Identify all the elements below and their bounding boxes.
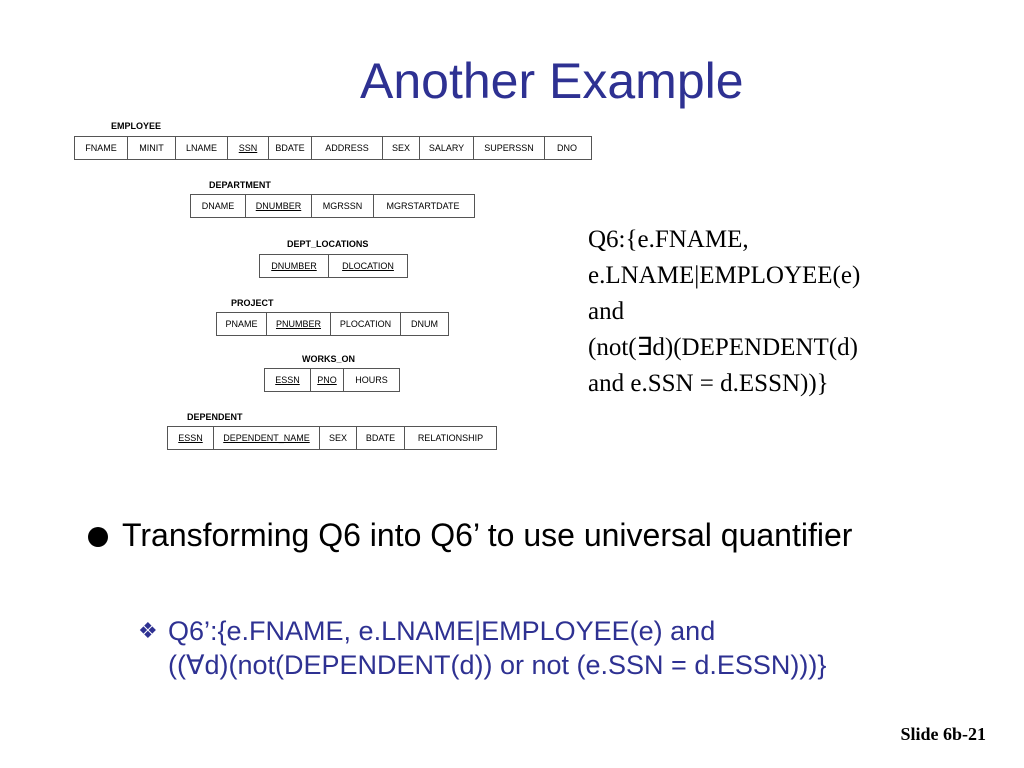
- query-line-1: Q6:{e.FNAME,: [588, 226, 749, 253]
- dependent-key-dependent-name: DEPENDENT_NAME: [223, 433, 310, 443]
- employee-attr-salary: SALARY: [420, 137, 474, 159]
- sub-bullet-line-1: Q6’:{e.FNAME, e.LNAME|EMPLOYEE(e) and: [168, 616, 716, 646]
- dependent-relation-name: DEPENDENT: [187, 412, 243, 422]
- slide-title: Another Example: [360, 53, 744, 109]
- works-on-key-essn: ESSN: [275, 375, 300, 385]
- query-q6: Q6:{e.FNAME, e.LNAME|EMPLOYEE(e) and (no…: [588, 222, 1008, 402]
- employee-attr-dno: DNO: [557, 143, 577, 153]
- dept-locations-key-dlocation: DLOCATION: [342, 261, 394, 271]
- works-on-attr-hours: HOURS: [355, 375, 388, 385]
- employee-attr-minit: MINIT: [128, 137, 176, 159]
- diamond-bullet-icon: ❖: [138, 618, 158, 643]
- employee-attr-address: ADDRESS: [312, 137, 383, 159]
- employee-attr-lname: LNAME: [176, 137, 228, 159]
- employee-attr-ssn-key: SSN: [228, 137, 269, 159]
- project-relation: PNAME PNUMBER PLOCATION DNUM: [216, 312, 449, 336]
- dependent-attr-sex: SEX: [320, 427, 357, 449]
- dept-locations-relation-name: DEPT_LOCATIONS: [287, 239, 369, 249]
- query-line-4: (not(∃d)(DEPENDENT(d): [588, 334, 858, 361]
- dept-locations-attr-dlocation-key: DLOCATION: [329, 255, 407, 277]
- employee-attr-sex: SEX: [383, 137, 420, 159]
- department-key-dnumber: DNUMBER: [255, 201, 302, 211]
- department-relation: DNAME DNUMBER MGRSSN MGRSTARTDATE: [190, 194, 475, 218]
- project-attr-pname: PNAME: [217, 313, 267, 335]
- project-attr-dnum: DNUM: [411, 319, 438, 329]
- works-on-attr-essn-key: ESSN: [265, 369, 311, 391]
- dependent-attr-relationship: RELATIONSHIP: [417, 433, 484, 443]
- works-on-key-pno: PNO: [317, 375, 337, 385]
- project-attr-plocation: PLOCATION: [331, 313, 401, 335]
- employee-key-ssn: SSN: [238, 143, 258, 153]
- employee-relation-name: EMPLOYEE: [111, 121, 162, 131]
- department-relation-name: DEPARTMENT: [209, 180, 271, 190]
- works-on-relation-name: WORKS_ON: [302, 354, 356, 364]
- employee-attr-bdate: BDATE: [269, 137, 312, 159]
- department-attr-mgrstartdate: MGRSTARTDATE: [386, 201, 460, 211]
- employee-relation: FNAME MINIT LNAME SSN BDATE ADDRESS SEX …: [74, 136, 592, 160]
- department-attr-mgrssn: MGRSSN: [312, 195, 374, 217]
- works-on-relation: ESSN PNO HOURS: [264, 368, 400, 392]
- sub-bullet-text: Q6’:{e.FNAME, e.LNAME|EMPLOYEE(e) and ((…: [168, 614, 1008, 682]
- department-attr-dnumber-key: DNUMBER: [246, 195, 312, 217]
- employee-attr-fname: FNAME: [75, 137, 128, 159]
- works-on-attr-pno-key: PNO: [311, 369, 344, 391]
- query-line-2: e.LNAME|EMPLOYEE(e): [588, 262, 861, 289]
- sub-bullet-line-2: ((∀d)(not(DEPENDENT(d)) or not (e.SSN = …: [168, 650, 827, 680]
- query-line-3: and: [588, 298, 625, 325]
- dependent-attr-essn-key: ESSN: [168, 427, 214, 449]
- dept-locations-key-dnumber: DNUMBER: [271, 261, 317, 271]
- project-key-pnumber: PNUMBER: [275, 319, 321, 329]
- query-line-5: and e.SSN = d.ESSN))}: [588, 370, 829, 397]
- bullet-dot-icon: [88, 527, 108, 547]
- slide-number: Slide 6b-21: [900, 724, 986, 744]
- employee-attr-superssn: SUPERSSN: [474, 137, 545, 159]
- dependent-attr-dependent-name-key: DEPENDENT_NAME: [214, 427, 320, 449]
- main-bullet-text: Transforming Q6 into Q6’ to use universa…: [122, 517, 853, 553]
- department-attr-dname: DNAME: [191, 195, 246, 217]
- project-relation-name: PROJECT: [231, 298, 274, 308]
- dependent-relation: ESSN DEPENDENT_NAME SEX BDATE RELATIONSH…: [167, 426, 497, 450]
- dependent-attr-bdate: BDATE: [357, 427, 405, 449]
- dependent-key-essn: ESSN: [178, 433, 203, 443]
- dept-locations-relation: DNUMBER DLOCATION: [259, 254, 408, 278]
- dept-locations-attr-dnumber-key: DNUMBER: [260, 255, 329, 277]
- project-attr-pnumber-key: PNUMBER: [267, 313, 331, 335]
